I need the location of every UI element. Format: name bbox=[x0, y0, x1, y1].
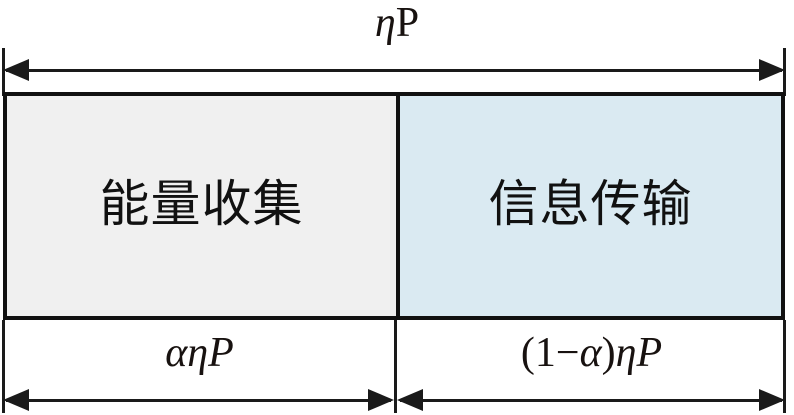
p-symbol: P bbox=[395, 0, 420, 46]
arrow-head-right-icon bbox=[368, 389, 394, 411]
alpha-symbol: α bbox=[165, 330, 188, 376]
information-transmission-dimension-arrow bbox=[397, 389, 785, 411]
total-power-label: ηP bbox=[0, 2, 794, 44]
paren-close: ) bbox=[601, 330, 616, 376]
eta-symbol: η bbox=[374, 0, 396, 46]
energy-harvesting-dimension-arrow bbox=[3, 389, 394, 411]
arrow-head-right-icon bbox=[759, 59, 785, 81]
information-transmission-share-label: (1−α)ηP bbox=[398, 332, 785, 374]
arrow-head-left-icon bbox=[3, 389, 29, 411]
bottom-middle-extension-tick bbox=[394, 320, 397, 413]
p-symbol: P bbox=[636, 330, 663, 376]
bottom-right-extension-tick bbox=[783, 320, 786, 413]
total-power-dimension-arrow bbox=[3, 59, 785, 81]
arrow-head-right-icon bbox=[759, 389, 785, 411]
paren-open: ( bbox=[520, 330, 535, 376]
block-information-transmission[interactable]: 信息传输 bbox=[400, 96, 781, 316]
split-box: 能量收集 信息传输 bbox=[3, 92, 785, 320]
one-literal: 1 bbox=[534, 330, 556, 376]
eta-symbol: η bbox=[615, 330, 637, 376]
block-energy-harvesting[interactable]: 能量收集 bbox=[7, 96, 400, 316]
block-information-transmission-label: 信息传输 bbox=[488, 175, 693, 233]
p-symbol: P bbox=[208, 330, 234, 376]
bottom-left-extension-tick bbox=[2, 320, 5, 413]
arrow-head-left-icon bbox=[397, 389, 423, 411]
energy-harvesting-share-label: αηP bbox=[3, 332, 396, 374]
alpha-symbol: α bbox=[579, 330, 602, 376]
arrow-head-left-icon bbox=[3, 59, 29, 81]
block-energy-harvesting-label: 能量收集 bbox=[99, 175, 304, 233]
minus-operator: − bbox=[555, 330, 580, 376]
eta-symbol: η bbox=[187, 330, 209, 376]
